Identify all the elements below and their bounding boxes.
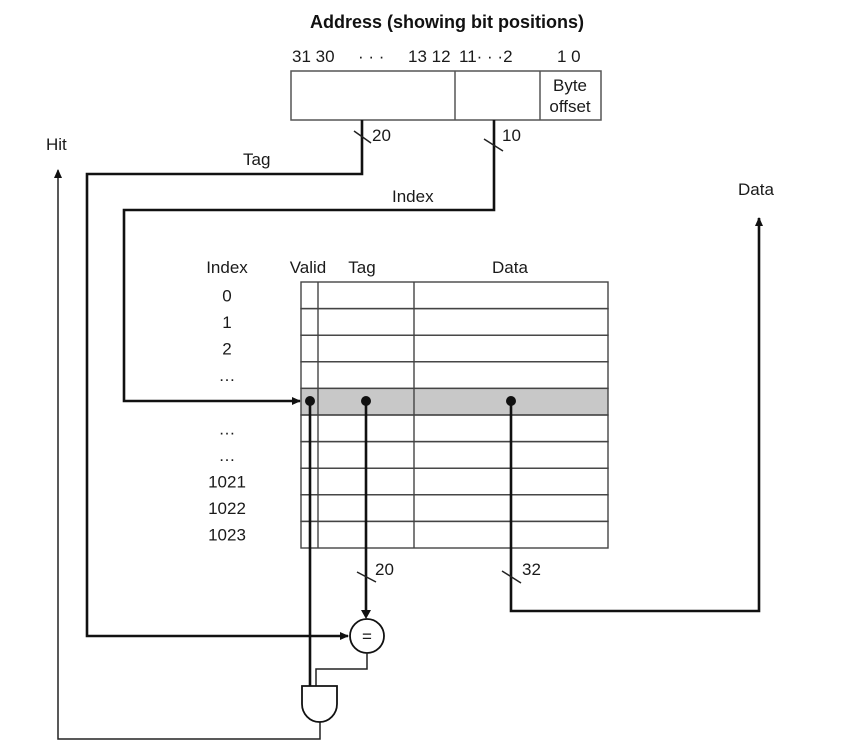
row-border [300,414,609,443]
cache-row: 2 [222,334,609,363]
address-register [290,70,602,121]
cache-row: 1023 [208,520,609,549]
row-border [300,467,609,496]
cache-row [300,387,609,416]
row-border [300,334,609,363]
bit-label-byte: 1 0 [557,47,581,66]
row-index-label: 1 [222,313,231,332]
row-index-label: … [219,446,236,465]
table-header-index: Index [206,258,248,277]
cache-row: … [219,361,609,390]
tag-wire-label: Tag [243,150,270,169]
comparator: = [349,618,385,654]
index-wire-label: Index [392,187,434,206]
cache-row: 1022 [208,494,609,523]
cache-row: 1021 [208,467,609,496]
index-wire [122,120,496,405]
tag-width-label: 20 [372,126,391,145]
tag-tap-dot [361,396,371,406]
cache-row: 0 [222,281,609,310]
selected-row-highlight [301,388,608,415]
cache-row: … [219,414,609,443]
row-border [300,281,609,310]
row-border [300,520,609,549]
row-index-label: … [219,419,236,438]
tag-bus-slash [353,130,372,144]
byte-offset-label-2: offset [549,97,591,116]
stored-tag-arrowhead [361,610,371,619]
address-box: Byte offset [290,70,602,121]
bit-label-dots: · · · [358,47,384,66]
data-out-label: Data [738,180,774,199]
row-border [300,361,609,390]
bit-label-low: 11· · ·2 [459,47,513,66]
and-gate [301,685,338,723]
index-width-label: 10 [502,126,521,145]
row-index-label: … [219,366,236,385]
row-index-label: 1023 [208,526,246,545]
table-header-data: Data [492,258,528,277]
bit-label-mid: 13 12 [408,47,451,66]
row-index-label: 1021 [208,473,246,492]
data-width-label: 32 [522,560,541,579]
compare-width-label: 20 [375,560,394,579]
equals-symbol: = [362,627,372,646]
cache-row: … [219,440,609,469]
index-bus-slash [483,138,504,152]
row-index-label: 2 [222,340,231,359]
valid-tap-dot [305,396,315,406]
compare-bus-slash [356,571,377,583]
table-header-tag: Tag [348,258,375,277]
diagram-title: Address (showing bit positions) [310,12,584,32]
cache-table: 0 1 2 … … … 1021 1022 1023 [208,281,609,549]
tag-wire [85,120,364,640]
row-border [300,494,609,523]
byte-offset-label-1: Byte [553,76,587,95]
cache-row: 1 [222,307,609,336]
row-index-label: 1022 [208,499,246,518]
hit-wire [54,169,321,740]
hit-label: Hit [46,135,67,154]
table-header-valid: Valid [290,258,327,277]
data-tap-dot [506,396,516,406]
row-index-label: 0 [222,286,231,305]
compare-result-wire [315,653,368,686]
data-wire [509,217,763,613]
bit-label-high: 31 30 [292,47,335,66]
data-bus-slash [501,570,522,584]
row-border [300,440,609,469]
row-border [300,307,609,336]
